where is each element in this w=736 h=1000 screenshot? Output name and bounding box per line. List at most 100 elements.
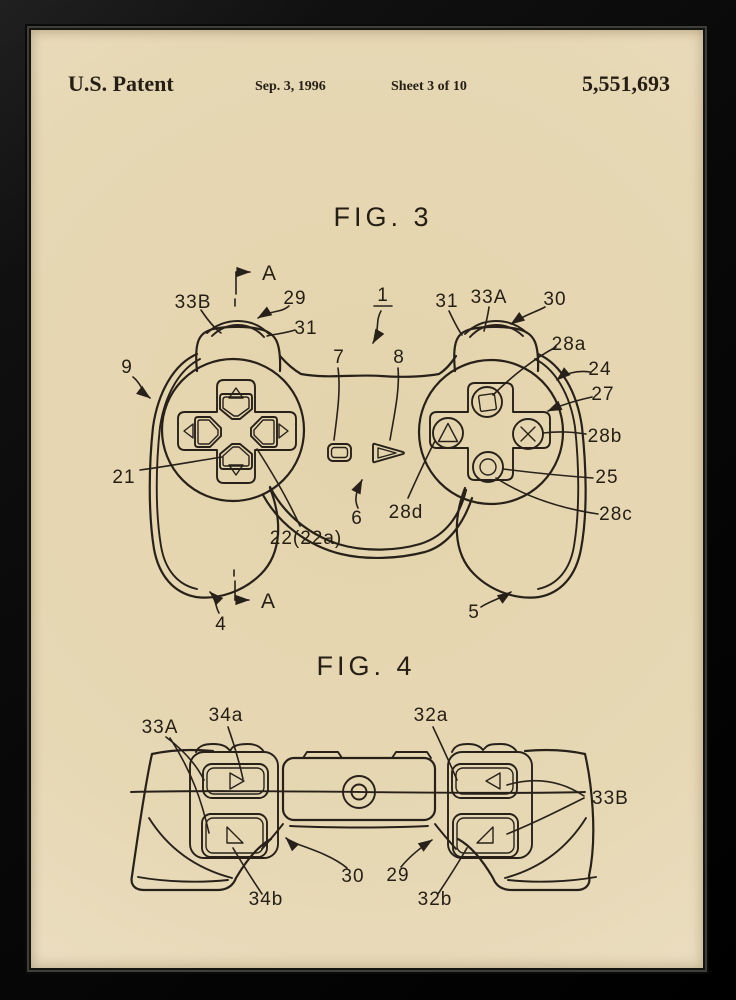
- ref-label-32b: 32b: [418, 889, 453, 910]
- fig3-section-marker-bottom: A: [233, 569, 275, 613]
- ref-label-31-left: 31: [294, 318, 317, 339]
- circle-icon: [479, 458, 497, 476]
- fig4-drawing: FIG. 4: [130, 651, 629, 910]
- triangle-button: [432, 417, 464, 449]
- leader-28c: [495, 477, 599, 515]
- r1-button: [451, 763, 518, 799]
- ref-label-28d: 28d: [389, 502, 424, 523]
- leader-28d: [407, 440, 436, 499]
- dpad-up-arrow-icon: [228, 387, 244, 399]
- start-button-edge: [391, 751, 432, 759]
- fig4-ref-labels: 33A 34a 32a 33B 30 29 34b 32b: [142, 705, 629, 910]
- leader-9: [132, 376, 151, 399]
- leader-33A-upper: [165, 736, 205, 781]
- leader-30: [285, 837, 348, 869]
- leader-29: [400, 839, 433, 868]
- patent-number: 5,551,693: [582, 71, 670, 96]
- left-block-top-bumps: [195, 743, 265, 753]
- right-shoulder-block: [447, 751, 533, 859]
- dpad-right-arrow-icon: [278, 423, 289, 439]
- patent-paper: U.S. Patent Sep. 3, 1996 Sheet 3 of 10 5…: [31, 30, 703, 968]
- left-grip-bottom-inner: [137, 876, 229, 883]
- leader-25: [502, 468, 594, 479]
- left-shoulder-hump: [195, 325, 282, 373]
- fig4-shoulder-buttons: [189, 751, 533, 859]
- ref-label-9: 9: [121, 357, 133, 378]
- leader-34a: [227, 726, 244, 780]
- r2-button: [452, 813, 519, 858]
- dpad-up-key-inner: [222, 396, 250, 417]
- leader-5: [480, 591, 512, 608]
- start-button-inner: [377, 447, 397, 459]
- leader-33A: [483, 306, 490, 332]
- right-grip-crease: [504, 817, 587, 879]
- leader-24: [556, 367, 591, 381]
- leader-29: [257, 305, 290, 319]
- ref-label-22: 22(22a): [270, 528, 343, 549]
- right-block-top-bumps: [451, 743, 518, 753]
- fig3-title: FIG. 3: [333, 202, 432, 232]
- dpad-left-key-inner: [197, 419, 219, 445]
- leader-30: [510, 306, 546, 325]
- body-seam-line: [130, 790, 586, 794]
- leader-33B: [200, 309, 222, 334]
- ref-label-7: 7: [333, 347, 345, 368]
- connector-port-inner: [350, 783, 368, 801]
- leader-31-right: [448, 310, 463, 336]
- ref-label-1: 1: [377, 285, 389, 306]
- ref-label-28a: 28a: [552, 334, 587, 355]
- dpad-right-key: [250, 416, 278, 448]
- ref-label-34a: 34a: [209, 705, 244, 726]
- ref-label-21: 21: [112, 467, 135, 488]
- left-grip-outline: [148, 352, 280, 599]
- leader-27: [547, 396, 593, 412]
- ref-label-30: 30: [341, 866, 364, 887]
- ref-label-29: 29: [386, 865, 409, 886]
- section-label-bottom: A: [261, 590, 275, 613]
- right-shoulder-cap-outer: [464, 320, 528, 335]
- ref-label-33b: 33B: [592, 788, 629, 809]
- leader-34b: [232, 847, 263, 895]
- select-button-inner: [330, 446, 349, 459]
- fig4-leader-lines: [165, 726, 585, 895]
- leader-4: [209, 591, 224, 614]
- fig3-leader-lines: [132, 305, 599, 614]
- leader-33B-upper: [506, 780, 585, 797]
- l1-triangle-icon: [229, 772, 245, 790]
- ref-label-30: 30: [543, 289, 566, 310]
- dpad-cross-outline: [177, 379, 297, 484]
- connector-port-outer: [342, 775, 376, 809]
- leader-33A-lower: [169, 737, 210, 834]
- bottom-edge-lower: [261, 493, 474, 560]
- ref-label-32a: 32a: [414, 705, 449, 726]
- left-grip-crease: [148, 817, 233, 879]
- left-face-circle: [160, 357, 306, 503]
- fig3-dpad: [177, 379, 297, 484]
- fig4-controller-body: [130, 743, 597, 892]
- r1-triangle-icon: [485, 772, 501, 790]
- fig3-ref-labels: 33B 29 31 1 31 33A 30 28a 24 27 28b 25 2…: [112, 285, 631, 635]
- bar-left-transition: [261, 823, 284, 850]
- fig3-drawing: FIG. 3 A A: [112, 202, 631, 635]
- right-grip-top-edge: [523, 748, 587, 756]
- leader-8: [389, 367, 400, 441]
- middle-bar: [281, 756, 437, 822]
- right-grip-front: [456, 752, 595, 892]
- ref-label-8: 8: [393, 347, 405, 368]
- patent-header: U.S. Patent Sep. 3, 1996 Sheet 3 of 10 5…: [68, 71, 670, 96]
- leader-6: [351, 479, 363, 509]
- leader-33B-lower: [506, 797, 585, 835]
- leader-1: [373, 305, 393, 343]
- ref-label-5: 5: [468, 602, 480, 623]
- l1-button-inner: [206, 767, 265, 795]
- right-shoulder-cap-inner: [469, 324, 524, 338]
- leader-7: [333, 367, 340, 441]
- dpad-left-arrow-icon: [183, 423, 194, 439]
- section-line-top: [234, 271, 237, 307]
- l2-button: [201, 813, 268, 858]
- ref-label-24: 24: [588, 359, 611, 380]
- us-patent-label: U.S. Patent: [68, 71, 174, 96]
- right-grip-outline: [455, 352, 587, 599]
- fig3-section-marker-top: A: [234, 262, 276, 307]
- leader-22: [256, 448, 301, 527]
